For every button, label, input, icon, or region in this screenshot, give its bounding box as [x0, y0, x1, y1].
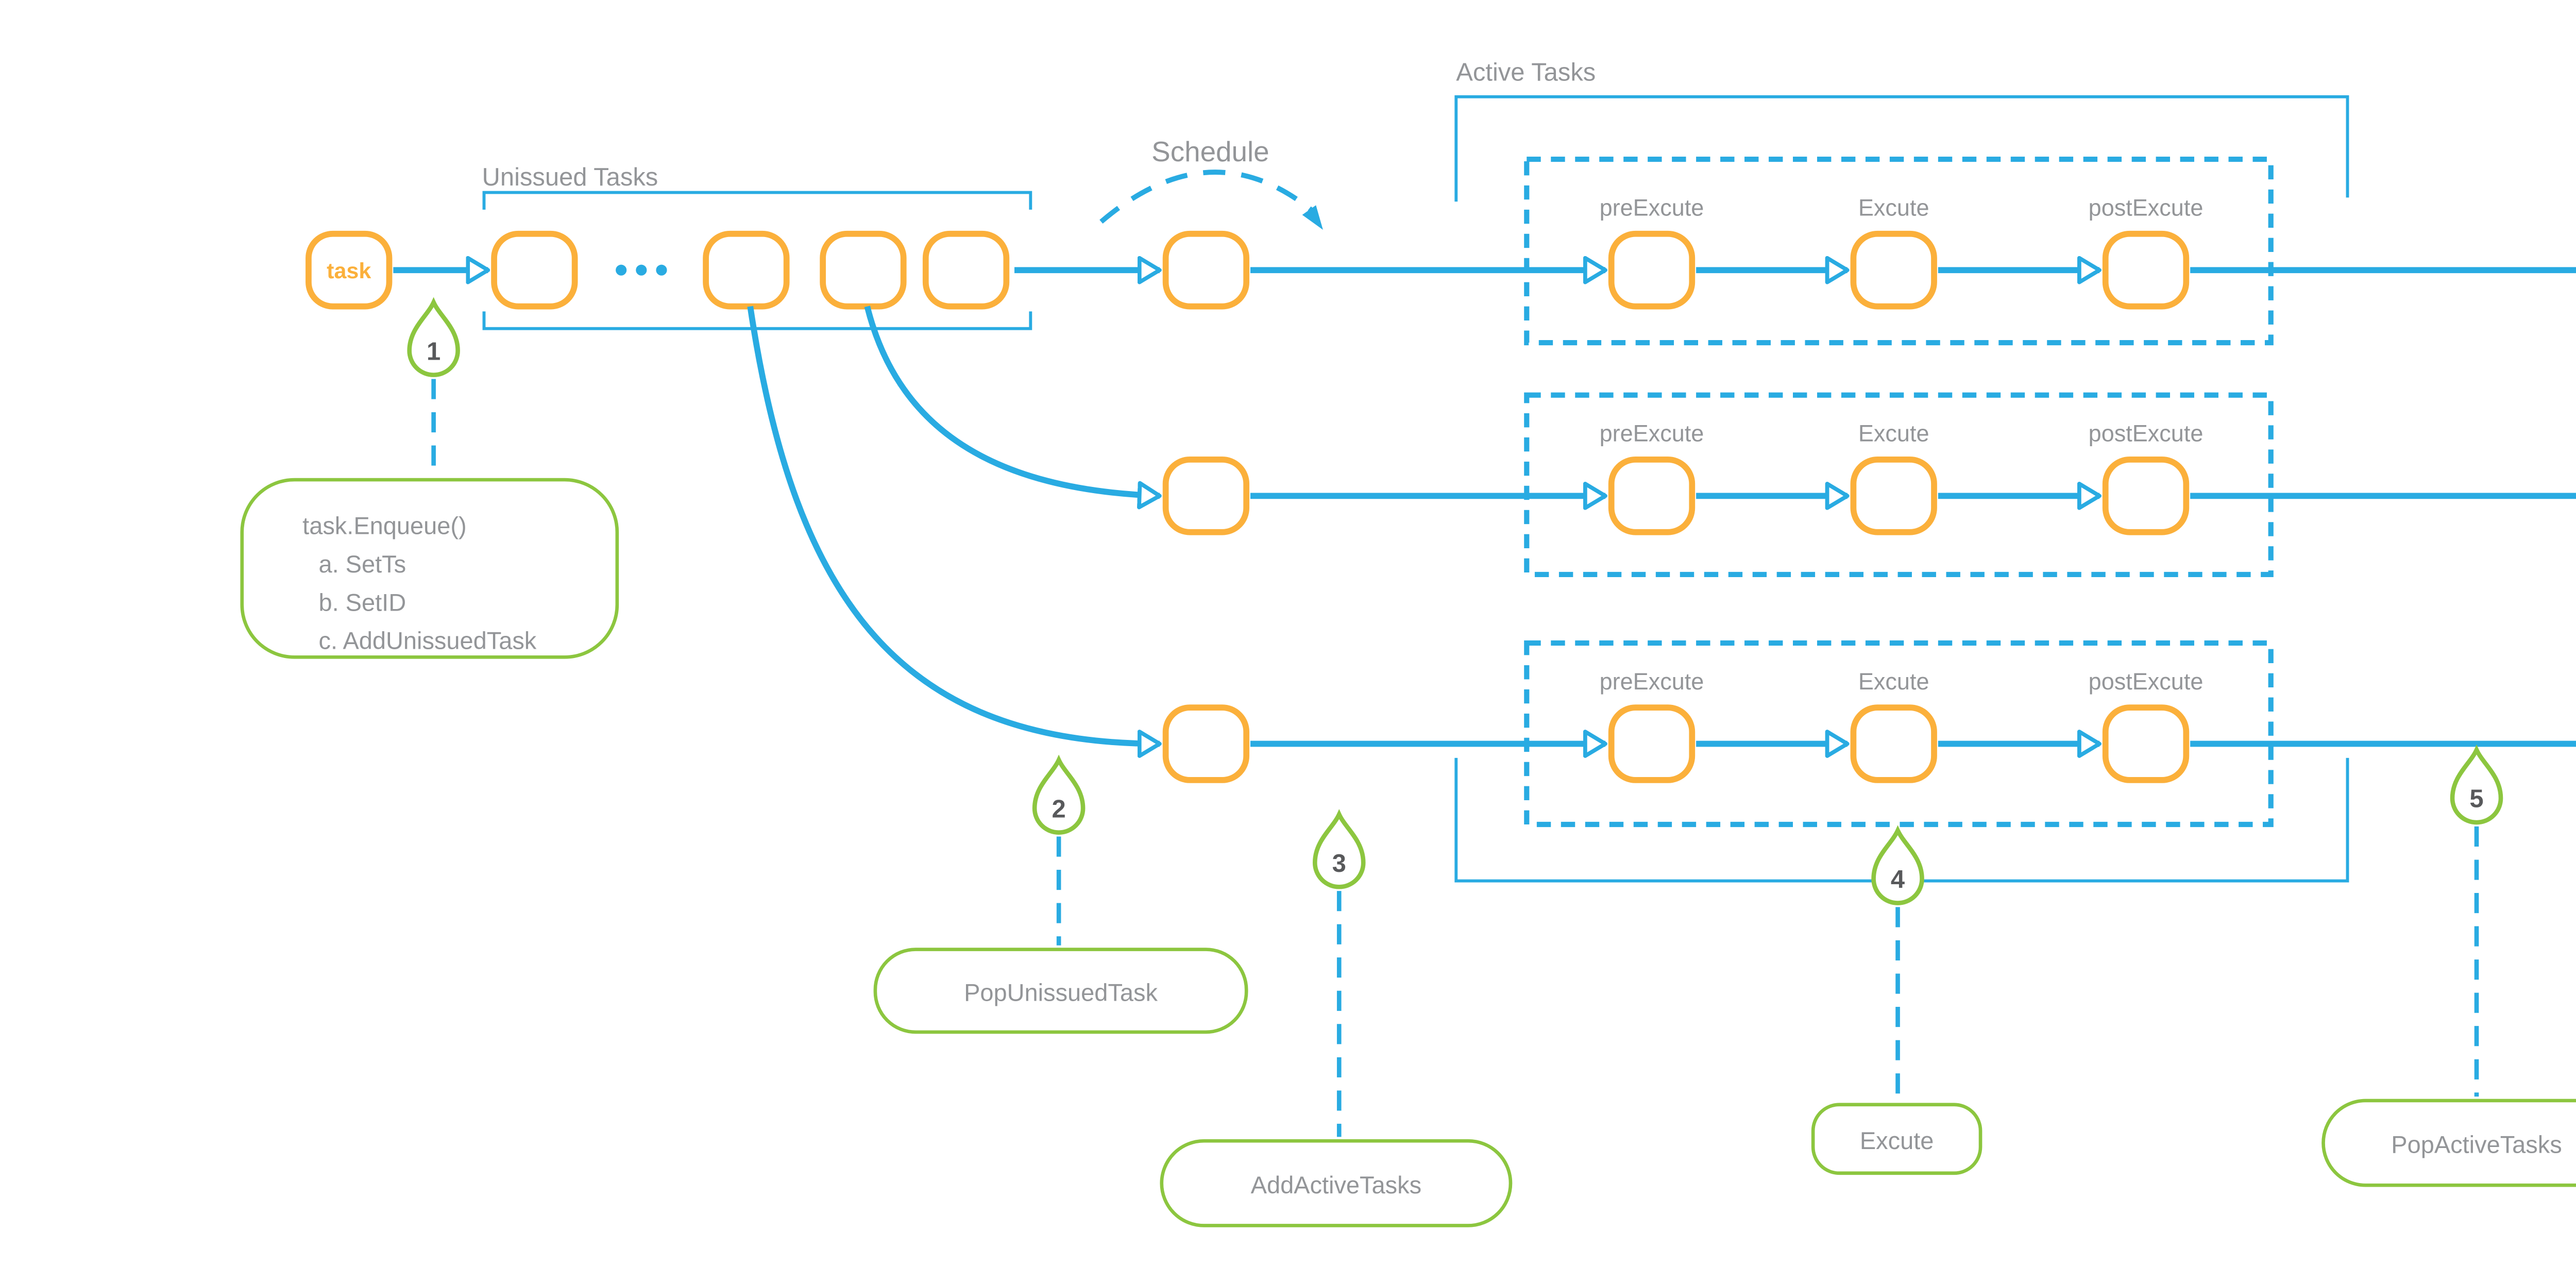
schedule-arrowhead-icon	[1302, 205, 1323, 230]
stage-node-preexcute-row2	[1608, 457, 1696, 535]
schedule-label: Schedule	[1151, 136, 1269, 167]
stage-node-postexcute-row1	[2102, 230, 2190, 310]
pipeline-row-3: preExcute Excute postExcute	[1250, 640, 2576, 828]
step-marker-pin-3	[1312, 809, 1366, 889]
step-marker-pin-2	[1032, 754, 1086, 835]
stage-label-postexcute-row1: postExcute	[2089, 195, 2204, 221]
stage-label-postexcute-row2: postExcute	[2089, 420, 2204, 447]
unissued-queue-node-3	[820, 230, 907, 310]
step-markers: 1 task.Enqueue() a. SetTs b. SetID c. Ad…	[240, 297, 2576, 1227]
pipeline-box-row2	[1524, 392, 2274, 577]
pipeline-box-row3	[1524, 640, 2274, 828]
active-tasks-section: Active Tasks preExcute Excute postExcute…	[1250, 58, 2576, 883]
stage-label-preexcute-row2: preExcute	[1600, 420, 1704, 447]
unissued-tasks-label: Unissued Tasks	[482, 163, 658, 191]
task-node	[306, 230, 393, 310]
callout-addactivetasks-label: AddActiveTasks	[1251, 1171, 1421, 1199]
scheduled-task-node-row1	[1162, 230, 1250, 310]
stage-node-postexcute-row2	[2102, 457, 2190, 535]
schedule-section: Schedule	[1099, 136, 1323, 230]
step-marker-pin-5	[2450, 744, 2503, 825]
unissued-queue-node-4	[922, 230, 1010, 310]
stage-label-postexcute-row3: postExcute	[2089, 668, 2204, 695]
task-source: task	[306, 230, 393, 310]
stage-label-preexcute-row3: preExcute	[1600, 668, 1704, 695]
curve-queue-to-scheduler-row3	[747, 306, 1162, 758]
callout-task-enqueue-item-b: b. SetID	[318, 588, 406, 616]
callout-task-enqueue-item-c: c. AddUnissuedTask	[318, 627, 536, 654]
stage-node-postexcute-row3	[2102, 704, 2190, 783]
stage-node-excute-row1	[1850, 230, 1937, 310]
callout-addactivetasks	[1160, 1139, 1513, 1227]
stage-label-excute-row2: Excute	[1858, 420, 1929, 447]
callout-popactivetasks	[2321, 1099, 2576, 1187]
schedule-dashed-arc	[1099, 170, 1313, 224]
queue-ellipsis-icon	[616, 264, 667, 276]
callout-task-enqueue-item-a: a. SetTs	[318, 550, 406, 578]
callout-task-enqueue-title: task.Enqueue()	[302, 512, 466, 539]
stage-label-excute-row1: Excute	[1858, 195, 1929, 221]
pipeline-row-2: preExcute Excute postExcute	[1250, 392, 2576, 577]
stage-node-preexcute-row1	[1608, 230, 1696, 310]
stage-node-excute-row3	[1850, 704, 1937, 783]
scheduled-task-node-row2	[1162, 457, 1250, 535]
unissued-tasks-bracket-bottom	[482, 311, 1032, 330]
task-node-label: task	[327, 259, 371, 283]
stage-label-excute-row3: Excute	[1858, 668, 1929, 695]
unissued-tasks-section: Unissued Tasks	[482, 163, 1032, 330]
unissued-queue-node-2	[703, 230, 790, 310]
pipeline-row-1: preExcute Excute postExcute	[1250, 156, 2576, 346]
stage-label-preexcute-row1: preExcute	[1600, 195, 1704, 221]
callout-task-enqueue	[240, 478, 619, 659]
callout-popunissuedtask	[873, 948, 1248, 1034]
callout-popactivetasks-label: PopActiveTasks	[2391, 1131, 2562, 1158]
stage-node-preexcute-row3	[1608, 704, 1696, 783]
pipeline-box-row1	[1524, 156, 2274, 346]
scheduled-task-node-row3	[1162, 704, 1250, 783]
unissued-tasks-bracket-top	[482, 191, 1032, 210]
step-marker-number-5: 5	[2469, 785, 2483, 813]
callout-excute-label: Excute	[1860, 1127, 1934, 1154]
curve-queue-to-scheduler-row2	[864, 306, 1162, 510]
callout-popunissuedtask-label: PopUnissuedTask	[964, 979, 1158, 1006]
step-marker-number-4: 4	[1891, 866, 1905, 893]
stage-node-excute-row2	[1850, 457, 1937, 535]
step-marker-pin-4	[1871, 825, 1924, 905]
step-marker-number-2: 2	[1052, 795, 1066, 823]
step-marker-pin-1	[407, 297, 460, 377]
unissued-queue-node-1	[491, 230, 578, 310]
step-marker-number-1: 1	[427, 338, 440, 365]
active-tasks-label: Active Tasks	[1456, 58, 1596, 86]
callout-excute	[1811, 1103, 1982, 1175]
active-tasks-bracket-top	[1454, 95, 2349, 202]
step-marker-number-3: 3	[1332, 850, 1346, 878]
